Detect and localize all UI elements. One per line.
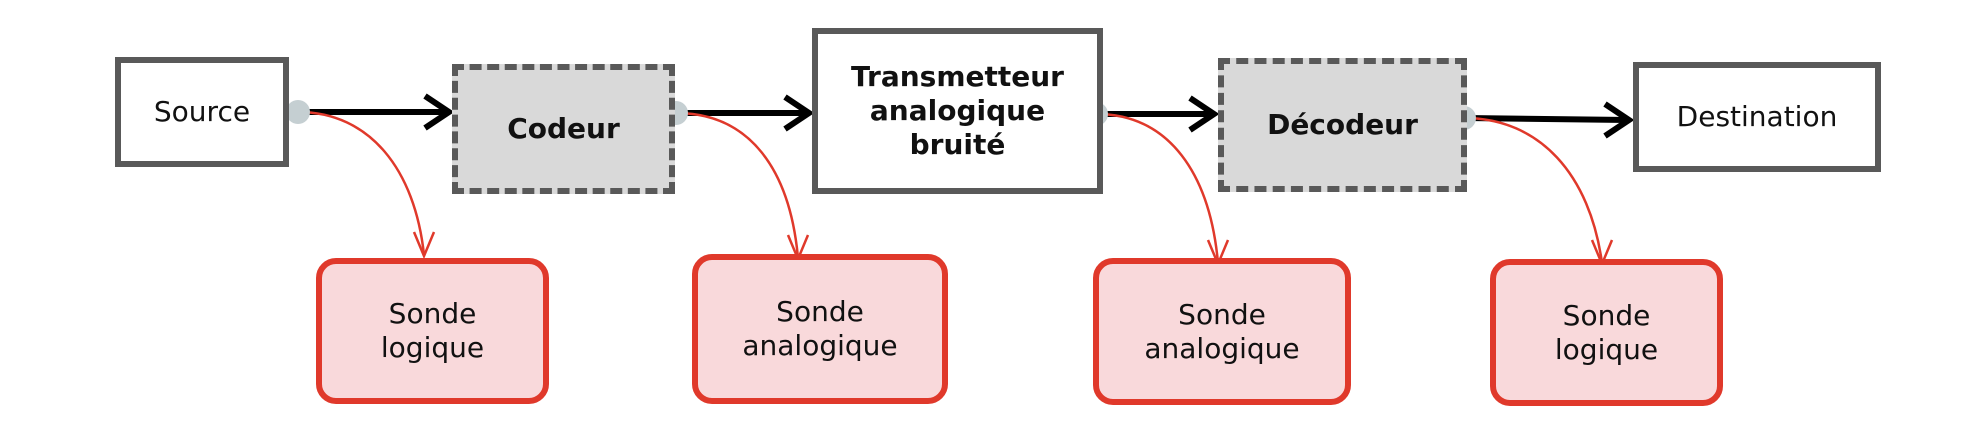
probe-label-1: Sonde logique	[380, 297, 485, 364]
block-source: Source	[115, 57, 289, 167]
block-codeur: Codeur	[452, 64, 675, 194]
block-destination-label: Destination	[1676, 100, 1838, 133]
probe-link-3	[1095, 112, 1230, 268]
flow-arrow-source-codeur	[300, 93, 455, 131]
block-decodeur-label: Décodeur	[1267, 108, 1418, 141]
block-transmetteur-label: Transmetteur analogique bruité	[851, 60, 1064, 161]
flow-arrow-decodeur-destination	[1465, 101, 1635, 139]
probe-label-4: Sonde logique	[1554, 298, 1659, 366]
probe-label-2: Sonde analogique	[742, 295, 898, 362]
block-codeur-label: Codeur	[507, 112, 620, 145]
probe-link-1	[297, 110, 436, 260]
probe-link-4	[1463, 116, 1614, 268]
block-decodeur: Décodeur	[1218, 58, 1467, 192]
probe-box-2: Sonde analogique	[692, 254, 948, 404]
probe-box-4: Sonde logique	[1490, 259, 1723, 406]
probe-box-3: Sonde analogique	[1093, 258, 1351, 405]
flow-arrow-transmetteur-decodeur	[1098, 95, 1220, 133]
flow-arrow-codeur-transmetteur	[678, 94, 815, 132]
probe-link-2	[675, 111, 810, 263]
probe-box-1: Sonde logique	[316, 258, 549, 404]
block-transmetteur: Transmetteur analogique bruité	[812, 28, 1103, 194]
probe-label-3: Sonde analogique	[1144, 297, 1300, 365]
block-source-label: Source	[153, 95, 251, 128]
tap-point-dot	[286, 100, 310, 124]
block-destination: Destination	[1633, 62, 1881, 172]
